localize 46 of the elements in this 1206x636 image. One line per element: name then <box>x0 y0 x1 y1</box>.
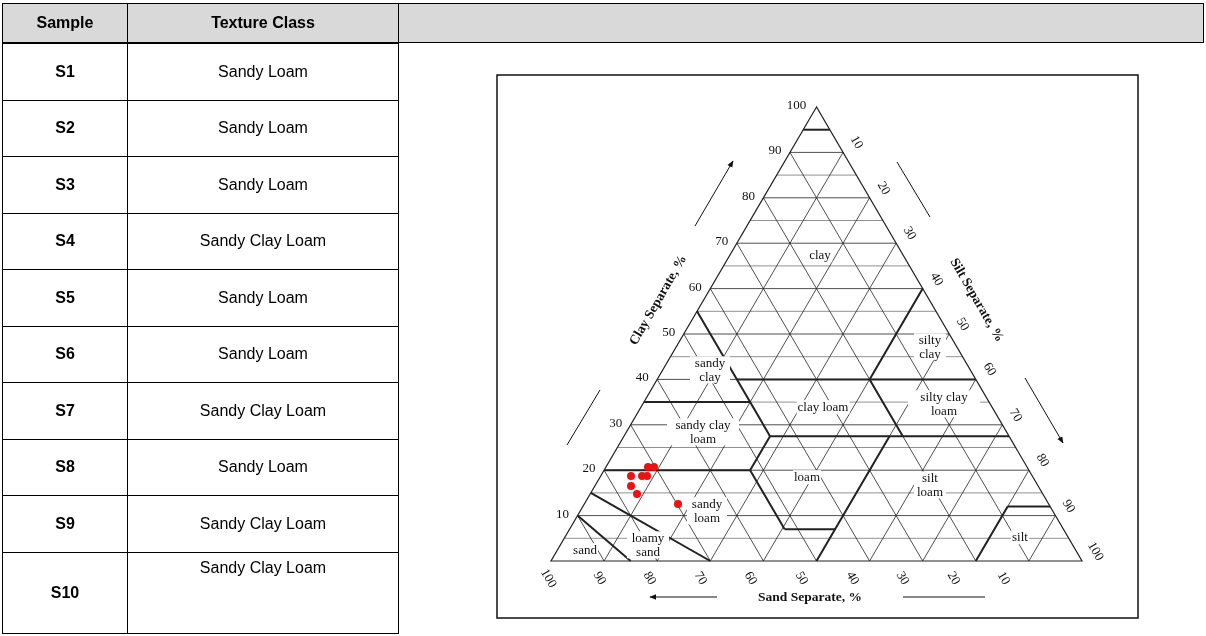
tick-label: 10 <box>847 133 867 152</box>
tick-label: 10 <box>556 506 570 521</box>
tick-label: 60 <box>980 360 999 379</box>
column-header: Texture Class <box>127 3 399 43</box>
tick-label: 80 <box>1033 451 1053 470</box>
region-label: loam <box>793 470 821 484</box>
tick-label: 40 <box>635 370 649 385</box>
sample-id: S1 <box>2 43 128 101</box>
region-label: sandy loam <box>687 497 727 525</box>
tick-label: 100 <box>786 98 807 112</box>
tick-label: 60 <box>742 568 761 588</box>
tick-label: 80 <box>741 189 755 203</box>
tick-label: 50 <box>792 568 812 588</box>
tick-label: 70 <box>1007 405 1026 424</box>
region-label: clay loam <box>796 400 850 414</box>
tick-label: 40 <box>927 269 946 288</box>
tick-label: 70 <box>715 234 729 248</box>
region-label: sand <box>572 543 598 557</box>
tick-label: 100 <box>538 566 560 590</box>
region-label: sandy clay loam <box>667 418 739 446</box>
tick-label: 10 <box>995 568 1014 588</box>
axis-title: Sand Separate, % <box>758 589 862 605</box>
tick-label: 90 <box>590 568 609 588</box>
region-label: silty clay loam <box>908 390 980 418</box>
tick-label: 20 <box>944 568 963 588</box>
region-label: clay <box>808 248 832 262</box>
tick-label: 50 <box>662 325 676 339</box>
tick-label: 80 <box>641 568 660 588</box>
tick-label: 90 <box>768 143 782 158</box>
tick-label: 20 <box>582 461 596 475</box>
sample-id: S10 <box>2 551 128 634</box>
tick-label: 30 <box>901 224 920 243</box>
tick-label: 40 <box>843 568 862 588</box>
tick-label: 90 <box>1060 496 1079 515</box>
column-header: Sample <box>2 3 128 43</box>
tick-label: 30 <box>894 568 913 588</box>
tick-label: 70 <box>691 568 710 588</box>
tick-label: 100 <box>1085 539 1107 563</box>
region-label: sandy clay <box>690 356 730 384</box>
tick-label: 60 <box>688 279 702 294</box>
tick-label: 30 <box>609 416 623 430</box>
region-label: silt loam <box>914 471 946 499</box>
region-label: loamy sand <box>627 531 669 559</box>
tick-label: 20 <box>874 178 893 197</box>
region-label: silt <box>1011 530 1029 544</box>
region-label: silty clay <box>914 333 946 361</box>
